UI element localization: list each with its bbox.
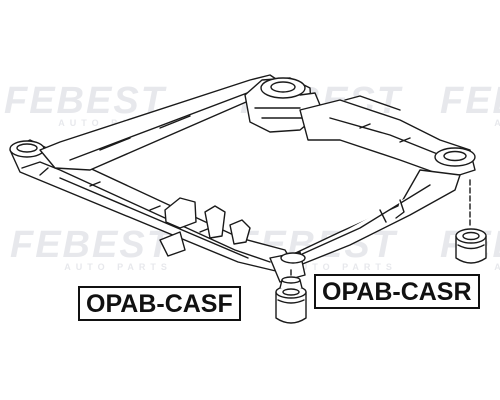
watermark-tagline: AUTO PARTS: [64, 262, 172, 272]
front-crossmember: [9, 139, 293, 273]
front-mount-boss: [269, 251, 306, 283]
rear-crossmember: [299, 95, 476, 179]
rear-bushing: [455, 228, 487, 264]
watermark-tagline: AUTO PARTS: [440, 118, 500, 128]
watermark: FEBEST AUTO PARTS: [4, 80, 166, 128]
part-number-rear: OPAB-CASR: [322, 278, 472, 306]
watermark-brand: FEBEST: [4, 80, 166, 122]
watermark-tagline: AUTO PARTS: [440, 262, 500, 272]
center-bracket: [159, 197, 251, 257]
part-label-front: OPAB-CASF: [78, 286, 241, 321]
right-side-rail: [284, 169, 461, 266]
watermark: FEBEST AUTO PARTS: [10, 224, 172, 272]
part-label-rear: OPAB-CASR: [314, 274, 480, 309]
part-number-front: OPAB-CASF: [86, 290, 233, 318]
left-side-rail: [39, 74, 286, 171]
front-bushing: [275, 276, 307, 324]
watermark-brand: FEBEST: [440, 80, 500, 122]
watermark-brand: FEBEST: [10, 224, 172, 266]
watermark-tagline: AUTO PARTS: [289, 262, 397, 272]
watermark-tagline: AUTO PARTS: [58, 118, 166, 128]
watermark: FEBEST AUTO PARTS: [440, 80, 500, 128]
upper-mount-tower: [244, 77, 321, 133]
